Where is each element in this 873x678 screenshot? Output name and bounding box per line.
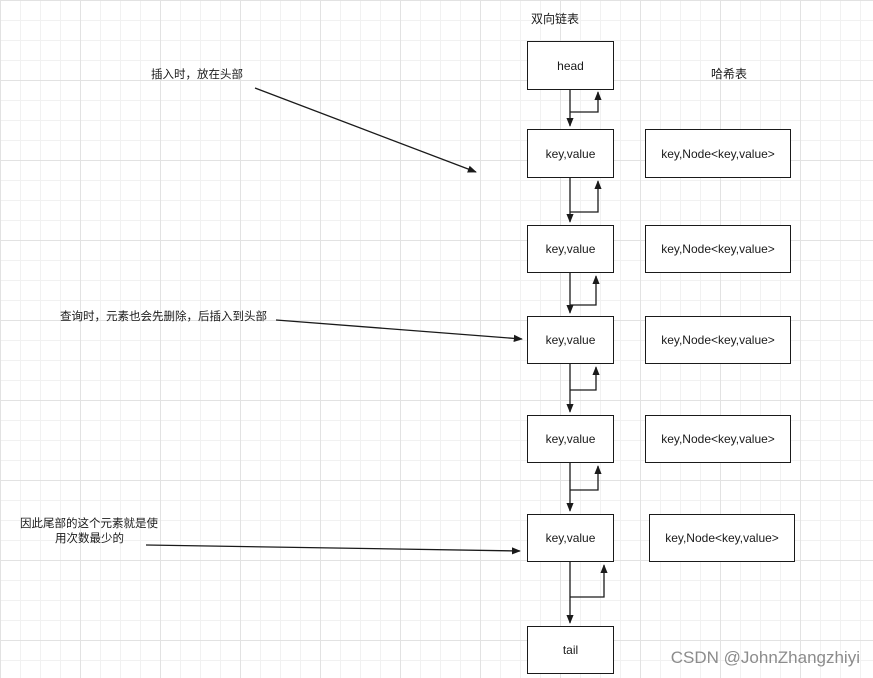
head-node: head <box>527 41 614 90</box>
list-node: key,value <box>527 129 614 178</box>
watermark: CSDN @JohnZhangzhiyi <box>670 648 860 667</box>
prev-arrow <box>570 180 602 213</box>
linked-list-title: 双向链表 <box>531 12 580 26</box>
prev-arrow <box>570 91 602 113</box>
tail-note-arrow <box>145 544 521 555</box>
list-node: key,value <box>527 316 614 364</box>
prev-arrow <box>570 366 600 391</box>
list-node: key,value <box>527 415 614 463</box>
tail-note-line-1: 因此尾部的这个元素就是使 <box>20 518 158 530</box>
list-node: key,value <box>527 514 614 562</box>
hash-entry: key,Node<key,value> <box>649 514 795 562</box>
list-node: key,value <box>527 225 614 273</box>
hash-entry: key,Node<key,value> <box>645 129 791 178</box>
hash-table-title: 哈希表 <box>711 67 748 81</box>
tail-note-line-2: 用次数最少的 <box>55 533 124 545</box>
prev-arrow <box>570 564 608 598</box>
prev-arrow <box>570 275 600 306</box>
query-note-arrow <box>275 319 523 342</box>
insert-note-arrow <box>254 87 477 173</box>
prev-arrow <box>570 465 602 491</box>
query-note: 查询时，元素也会先删除，后插入到头部 <box>60 311 267 323</box>
insert-note: 插入时，放在头部 <box>151 69 243 81</box>
hash-entry: key,Node<key,value> <box>645 415 791 463</box>
hash-entry: key,Node<key,value> <box>645 225 791 273</box>
hash-entry: key,Node<key,value> <box>645 316 791 364</box>
tail-node: tail <box>527 626 614 674</box>
